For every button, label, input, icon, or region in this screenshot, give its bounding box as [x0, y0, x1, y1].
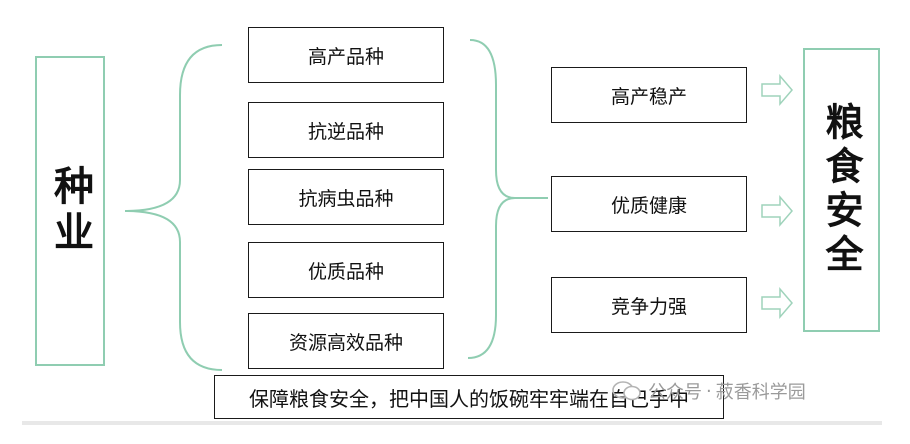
- variety-label: 资源高效品种: [288, 331, 403, 354]
- outcome-label: 竞争力强: [610, 295, 687, 318]
- outcome-box: 优质健康: [551, 176, 747, 232]
- variety-label: 优质品种: [307, 260, 384, 283]
- watermark-name: 菽香科学园: [715, 382, 806, 403]
- outcome-label: 优质健康: [610, 194, 687, 217]
- source-box: 种业: [35, 56, 105, 366]
- watermark-prefix: 公众号: [648, 382, 702, 403]
- bottom-divider: [22, 421, 882, 425]
- watermark: 公众号 · 菽香科学园: [612, 378, 806, 404]
- source-label: 种业: [47, 165, 93, 257]
- left-curly-brace: [124, 44, 223, 371]
- right-curly-brace: [467, 39, 516, 359]
- outcome-box: 竞争力强: [551, 277, 747, 333]
- goal-label: 粮食安全: [819, 102, 863, 278]
- caption-text: 保障粮食安全，把中国人的饭碗牢牢端在自己手中: [249, 386, 689, 411]
- variety-box: 抗病虫品种: [248, 169, 444, 225]
- watermark-separator: ·: [706, 380, 712, 402]
- variety-label: 抗逆品种: [307, 120, 384, 143]
- outcome-label: 高产稳产: [610, 85, 687, 108]
- variety-label: 高产品种: [307, 45, 384, 68]
- variety-box: 抗逆品种: [248, 102, 444, 158]
- variety-box: 优质品种: [248, 242, 444, 298]
- variety-box: 资源高效品种: [248, 313, 444, 369]
- hollow-right-arrow-icon: [761, 286, 793, 320]
- goal-box: 粮食安全: [803, 48, 880, 332]
- variety-box: 高产品种: [248, 27, 444, 83]
- variety-label: 抗病虫品种: [298, 187, 394, 210]
- hollow-right-arrow-icon: [761, 73, 793, 107]
- outcome-box: 高产稳产: [551, 67, 747, 123]
- hollow-right-arrow-icon: [761, 194, 793, 228]
- wechat-icon: [612, 381, 641, 401]
